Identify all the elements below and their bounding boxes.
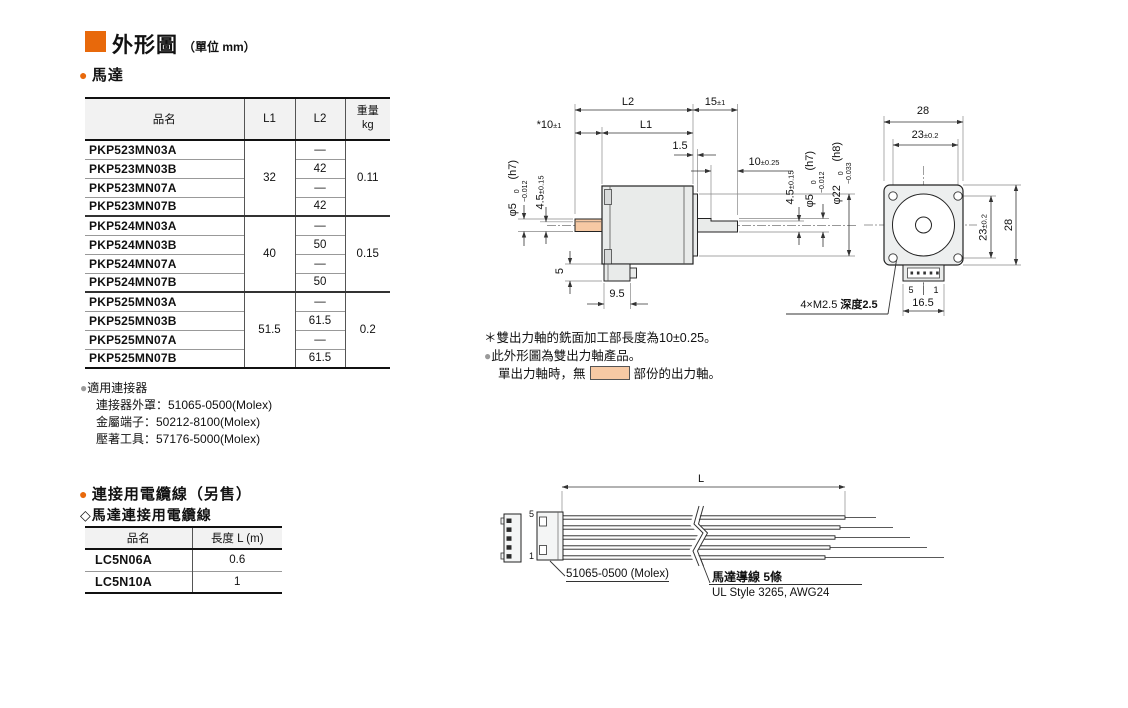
dim-front-shaft-length: 15±1 xyxy=(704,96,726,108)
motor-heading-label: 馬達 xyxy=(91,67,124,84)
col-header-l2: L2 xyxy=(294,98,345,141)
dimension-lines xyxy=(521,107,1019,314)
dim-rear-flat-height: 4.5±0.15 xyxy=(534,175,547,210)
dim-front-flat-height: 4.5±0.15 xyxy=(784,170,797,205)
mounting-hole xyxy=(888,191,898,201)
cable-section-heading: ● 連接用電纜線（另售） xyxy=(79,483,252,504)
orange-bullet-icon: ● xyxy=(79,67,88,83)
col-header-l1: L1 xyxy=(243,98,295,141)
mounting-hole xyxy=(888,253,898,263)
dim-l1: L1 xyxy=(639,119,653,131)
lead-wire-spec: UL Style 3265, AWG24 xyxy=(712,587,830,599)
shaft-highlight-swatch xyxy=(589,366,630,380)
drawing-note-flat: ＊雙出力軸的銑面加工部長度為10±0.25。 xyxy=(484,331,717,345)
cable-section-title: 連接用電纜線（另售） xyxy=(91,486,252,503)
cable-connector-label: 51065-0500 (Molex) xyxy=(566,568,669,582)
tap-note-label: 4×M2.5 深度2.5 xyxy=(800,299,878,311)
table-row: PKP525MN03A 51.5 — 0.2 xyxy=(85,291,390,368)
shaft-circle xyxy=(915,216,932,234)
cable-connector xyxy=(500,511,564,563)
break-symbol xyxy=(689,505,709,568)
title-accent-square xyxy=(85,31,106,52)
cable-drawing xyxy=(500,484,944,585)
connector-note-title: 適用連接器 xyxy=(87,381,148,395)
dim-cable-length: L xyxy=(697,473,705,485)
connector-tool-line: 壓著工具：57176-5000(Molex) xyxy=(96,432,261,446)
table-row: PKP523MN03A 32 — 0.11 xyxy=(85,140,390,216)
drawing-note-single-shaft: 單出力軸時，無部份的出力軸。 xyxy=(498,366,722,381)
connector-housing-line: 連接器外罩：51065-0500(Molex) xyxy=(96,398,273,412)
dim-hole-pitch-top: 23±0.2 xyxy=(911,129,939,141)
dim-frame-width-top: 28 xyxy=(916,105,930,117)
cable-table: 品名 長度 L (m) LC5N06A 0.6 LC5N10A 1 xyxy=(85,526,282,594)
page-title: 外形圖 xyxy=(112,34,178,57)
cable-col-name: 品名 xyxy=(85,527,192,550)
table-row: PKP525MN07A— xyxy=(85,329,390,349)
pilot-boss xyxy=(692,193,698,257)
cable-wires xyxy=(562,515,944,560)
mounting-hole xyxy=(953,253,963,263)
table-row: LC5N06A 0.6 xyxy=(85,549,282,571)
motor-section-heading: ● 馬達 xyxy=(79,64,124,85)
cable-pin-1-label: 1 xyxy=(528,551,534,561)
table-row: PKP524MN07A— xyxy=(85,253,390,273)
pin-1-label: 1 xyxy=(933,285,939,295)
dim-connector-width: 9.5 xyxy=(609,288,625,300)
pin-5-label: 5 xyxy=(908,285,914,295)
front-view-body xyxy=(883,184,964,295)
unit-label: （單位 mm） xyxy=(183,40,256,54)
side-view-body xyxy=(574,185,738,282)
dim-rear-shaft-length: *10±1 xyxy=(536,119,562,131)
lead-wire-label: 馬達導線 5條 xyxy=(712,570,783,584)
cable-pin-5-label: 5 xyxy=(528,509,534,519)
front-shaft xyxy=(697,218,738,233)
gray-bullet-icon: ● xyxy=(80,381,88,395)
col-header-weight: 重量 kg xyxy=(344,98,390,141)
table-row: PKP524MN03A 40 — 0.15 xyxy=(85,215,390,292)
dim-connector-height: 5 xyxy=(554,267,566,275)
dim-frame-width-side: 28 xyxy=(1003,218,1015,232)
motor-body xyxy=(601,185,694,265)
dim-boss-length: 1.5 xyxy=(672,140,688,152)
dim-hole-pitch-side: 23±0.2 xyxy=(977,214,990,241)
cable-col-length: 長度 L (m) xyxy=(191,527,282,550)
cable-leader-lines xyxy=(549,559,862,585)
col-header-name: 品名 xyxy=(85,98,244,141)
drawing-note-double-shaft: ●此外形圖為雙出力軸產品。 xyxy=(484,349,642,363)
motor-dimension-table: 品名 L1 L2 重量 kg PKP523MN03A 32 — 0.11 PKP… xyxy=(85,97,390,369)
dim-l2: L2 xyxy=(621,96,635,108)
cable-subsection-title: ◇馬達連接用電纜線 xyxy=(80,507,212,523)
motor-outline-drawing xyxy=(518,104,1021,316)
tap-leader-line xyxy=(786,259,897,315)
table-row: LC5N10A 1 xyxy=(85,570,282,593)
mounting-hole xyxy=(953,191,963,201)
connector-terminal-line: 金屬端子：50212-8100(Molex) xyxy=(96,415,261,429)
extension-lines xyxy=(518,104,1021,316)
dim-front-connector-width: 16.5 xyxy=(912,297,934,309)
applicable-connector-note: ●適用連接器 連接器外罩：51065-0500(Molex) 金屬端子：5021… xyxy=(80,380,272,448)
dim-flat-length: 10±0.25 xyxy=(748,156,780,168)
table-row: PKP523MN07A— xyxy=(85,177,390,197)
rear-shaft-highlight xyxy=(574,218,603,232)
orange-bullet-icon: ● xyxy=(79,486,88,502)
gray-bullet-icon: ● xyxy=(484,349,492,363)
